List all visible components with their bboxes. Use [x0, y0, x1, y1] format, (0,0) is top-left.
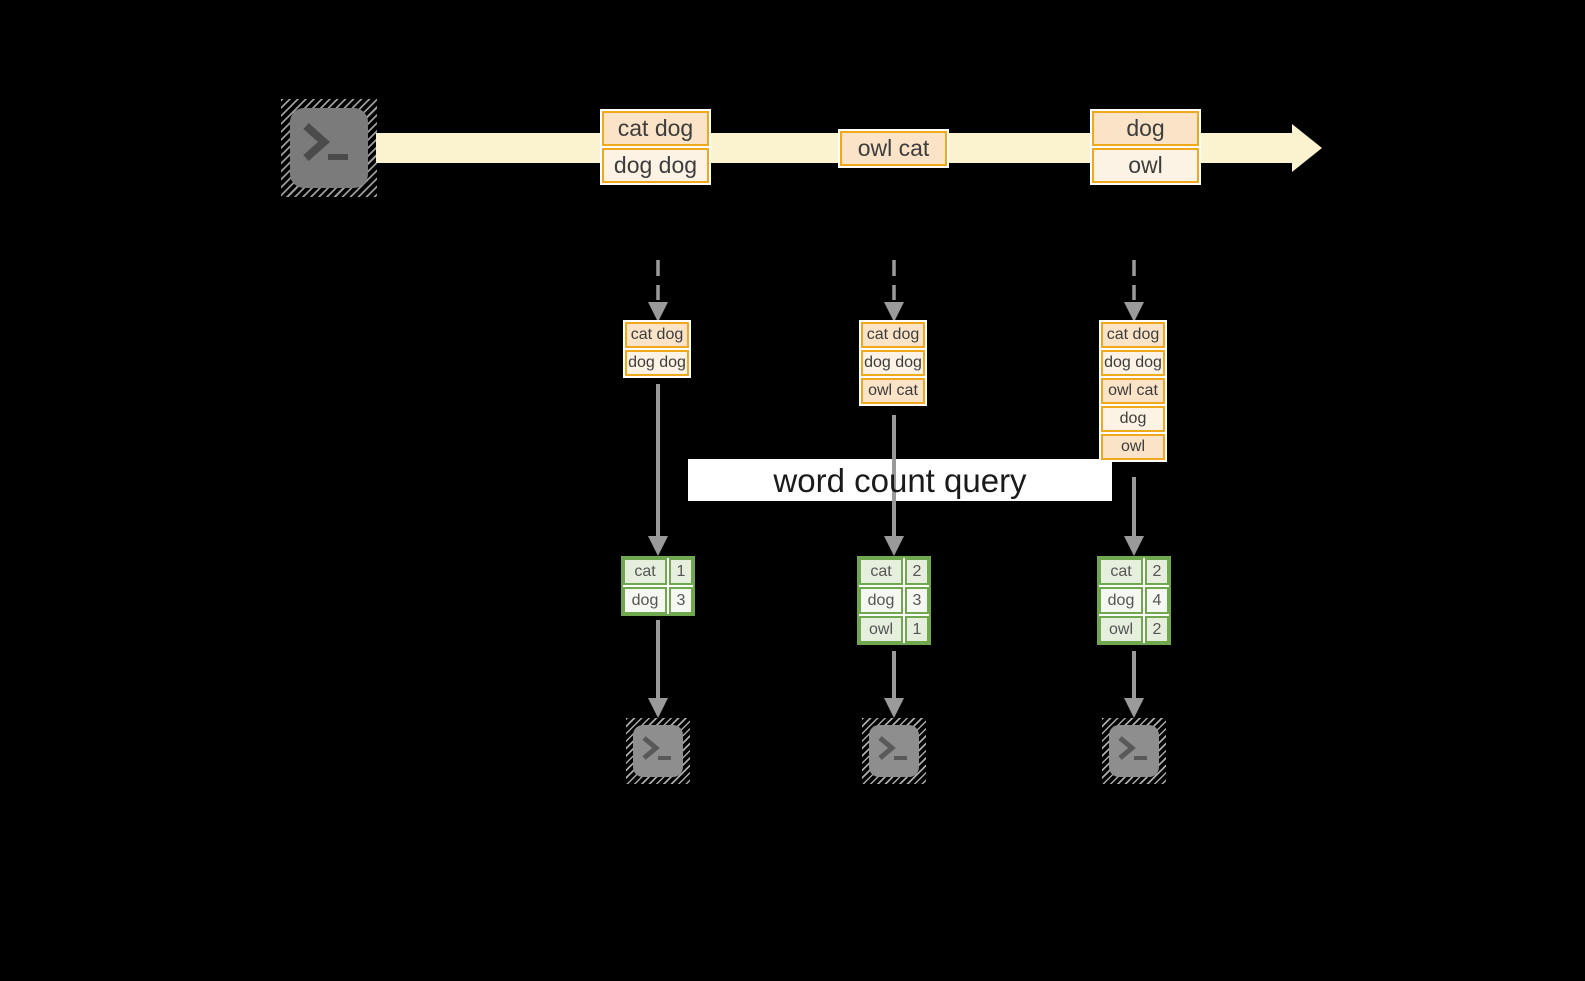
count-word: cat — [623, 558, 667, 585]
terminal-body — [633, 725, 683, 777]
buffer-stack-2: cat dog dog dog owl cat — [859, 320, 927, 406]
count-value: 1 — [669, 558, 693, 585]
buffer-line: owl cat — [861, 378, 925, 404]
stream-arrowhead-icon — [1292, 124, 1322, 172]
stream-event-3: dog owl — [1090, 109, 1201, 185]
count-word: dog — [623, 587, 667, 614]
source-terminal-icon — [281, 99, 377, 197]
dashed-down-arrow-icon — [648, 260, 668, 322]
buffer-stack-1: cat dog dog dog — [623, 320, 691, 378]
dashed-down-arrow-icon — [1124, 260, 1144, 322]
stream-event-1: cat dog dog dog — [600, 109, 711, 185]
count-value: 3 — [905, 587, 929, 614]
terminal-body — [1109, 725, 1159, 777]
event-line: dog dog — [602, 148, 709, 183]
buffer-line: cat dog — [861, 322, 925, 348]
count-value: 2 — [1145, 616, 1169, 643]
count-value: 2 — [905, 558, 929, 585]
buffer-line: dog dog — [1101, 350, 1165, 376]
stream-event-2: owl cat — [838, 129, 949, 168]
buffer-line: dog dog — [861, 350, 925, 376]
count-value: 2 — [1145, 558, 1169, 585]
count-table-2: cat 2 dog 3 owl 1 — [857, 556, 931, 645]
buffer-line: dog — [1101, 406, 1165, 432]
down-arrow-icon — [884, 651, 904, 718]
buffer-line: owl cat — [1101, 378, 1165, 404]
down-arrow-icon — [648, 384, 668, 556]
terminal-prompt-icon — [303, 123, 348, 161]
count-word: cat — [1099, 558, 1143, 585]
terminal-prompt-icon — [878, 736, 907, 760]
query-banner — [688, 459, 1112, 501]
event-line: owl — [1092, 148, 1199, 183]
sink-terminal-icon — [1102, 718, 1166, 784]
event-line: dog — [1092, 111, 1199, 146]
sink-terminal-icon — [626, 718, 690, 784]
count-table-3: cat 2 dog 4 owl 2 — [1097, 556, 1171, 645]
down-arrow-icon — [1124, 477, 1144, 556]
buffer-stack-3: cat dog dog dog owl cat dog owl — [1099, 320, 1167, 462]
count-word: owl — [1099, 616, 1143, 643]
query-label: word count query — [773, 462, 1027, 499]
buffer-line: dog dog — [625, 350, 689, 376]
down-arrow-icon — [884, 415, 904, 556]
down-arrow-icon — [648, 620, 668, 718]
down-arrow-icon — [1124, 651, 1144, 718]
count-value: 4 — [1145, 587, 1169, 614]
terminal-body — [290, 108, 368, 188]
count-word: dog — [1099, 587, 1143, 614]
event-line: owl cat — [840, 131, 947, 166]
count-word: cat — [859, 558, 903, 585]
count-word: dog — [859, 587, 903, 614]
buffer-line: cat dog — [1101, 322, 1165, 348]
terminal-body — [869, 725, 919, 777]
dashed-down-arrow-icon — [884, 260, 904, 322]
terminal-prompt-icon — [1118, 736, 1147, 760]
count-word: owl — [859, 616, 903, 643]
count-table-1: cat 1 dog 3 — [621, 556, 695, 616]
event-line: cat dog — [602, 111, 709, 146]
buffer-line: cat dog — [625, 322, 689, 348]
count-value: 3 — [669, 587, 693, 614]
sink-terminal-icon — [862, 718, 926, 784]
terminal-prompt-icon — [642, 736, 671, 760]
buffer-line: owl — [1101, 434, 1165, 460]
count-value: 1 — [905, 616, 929, 643]
